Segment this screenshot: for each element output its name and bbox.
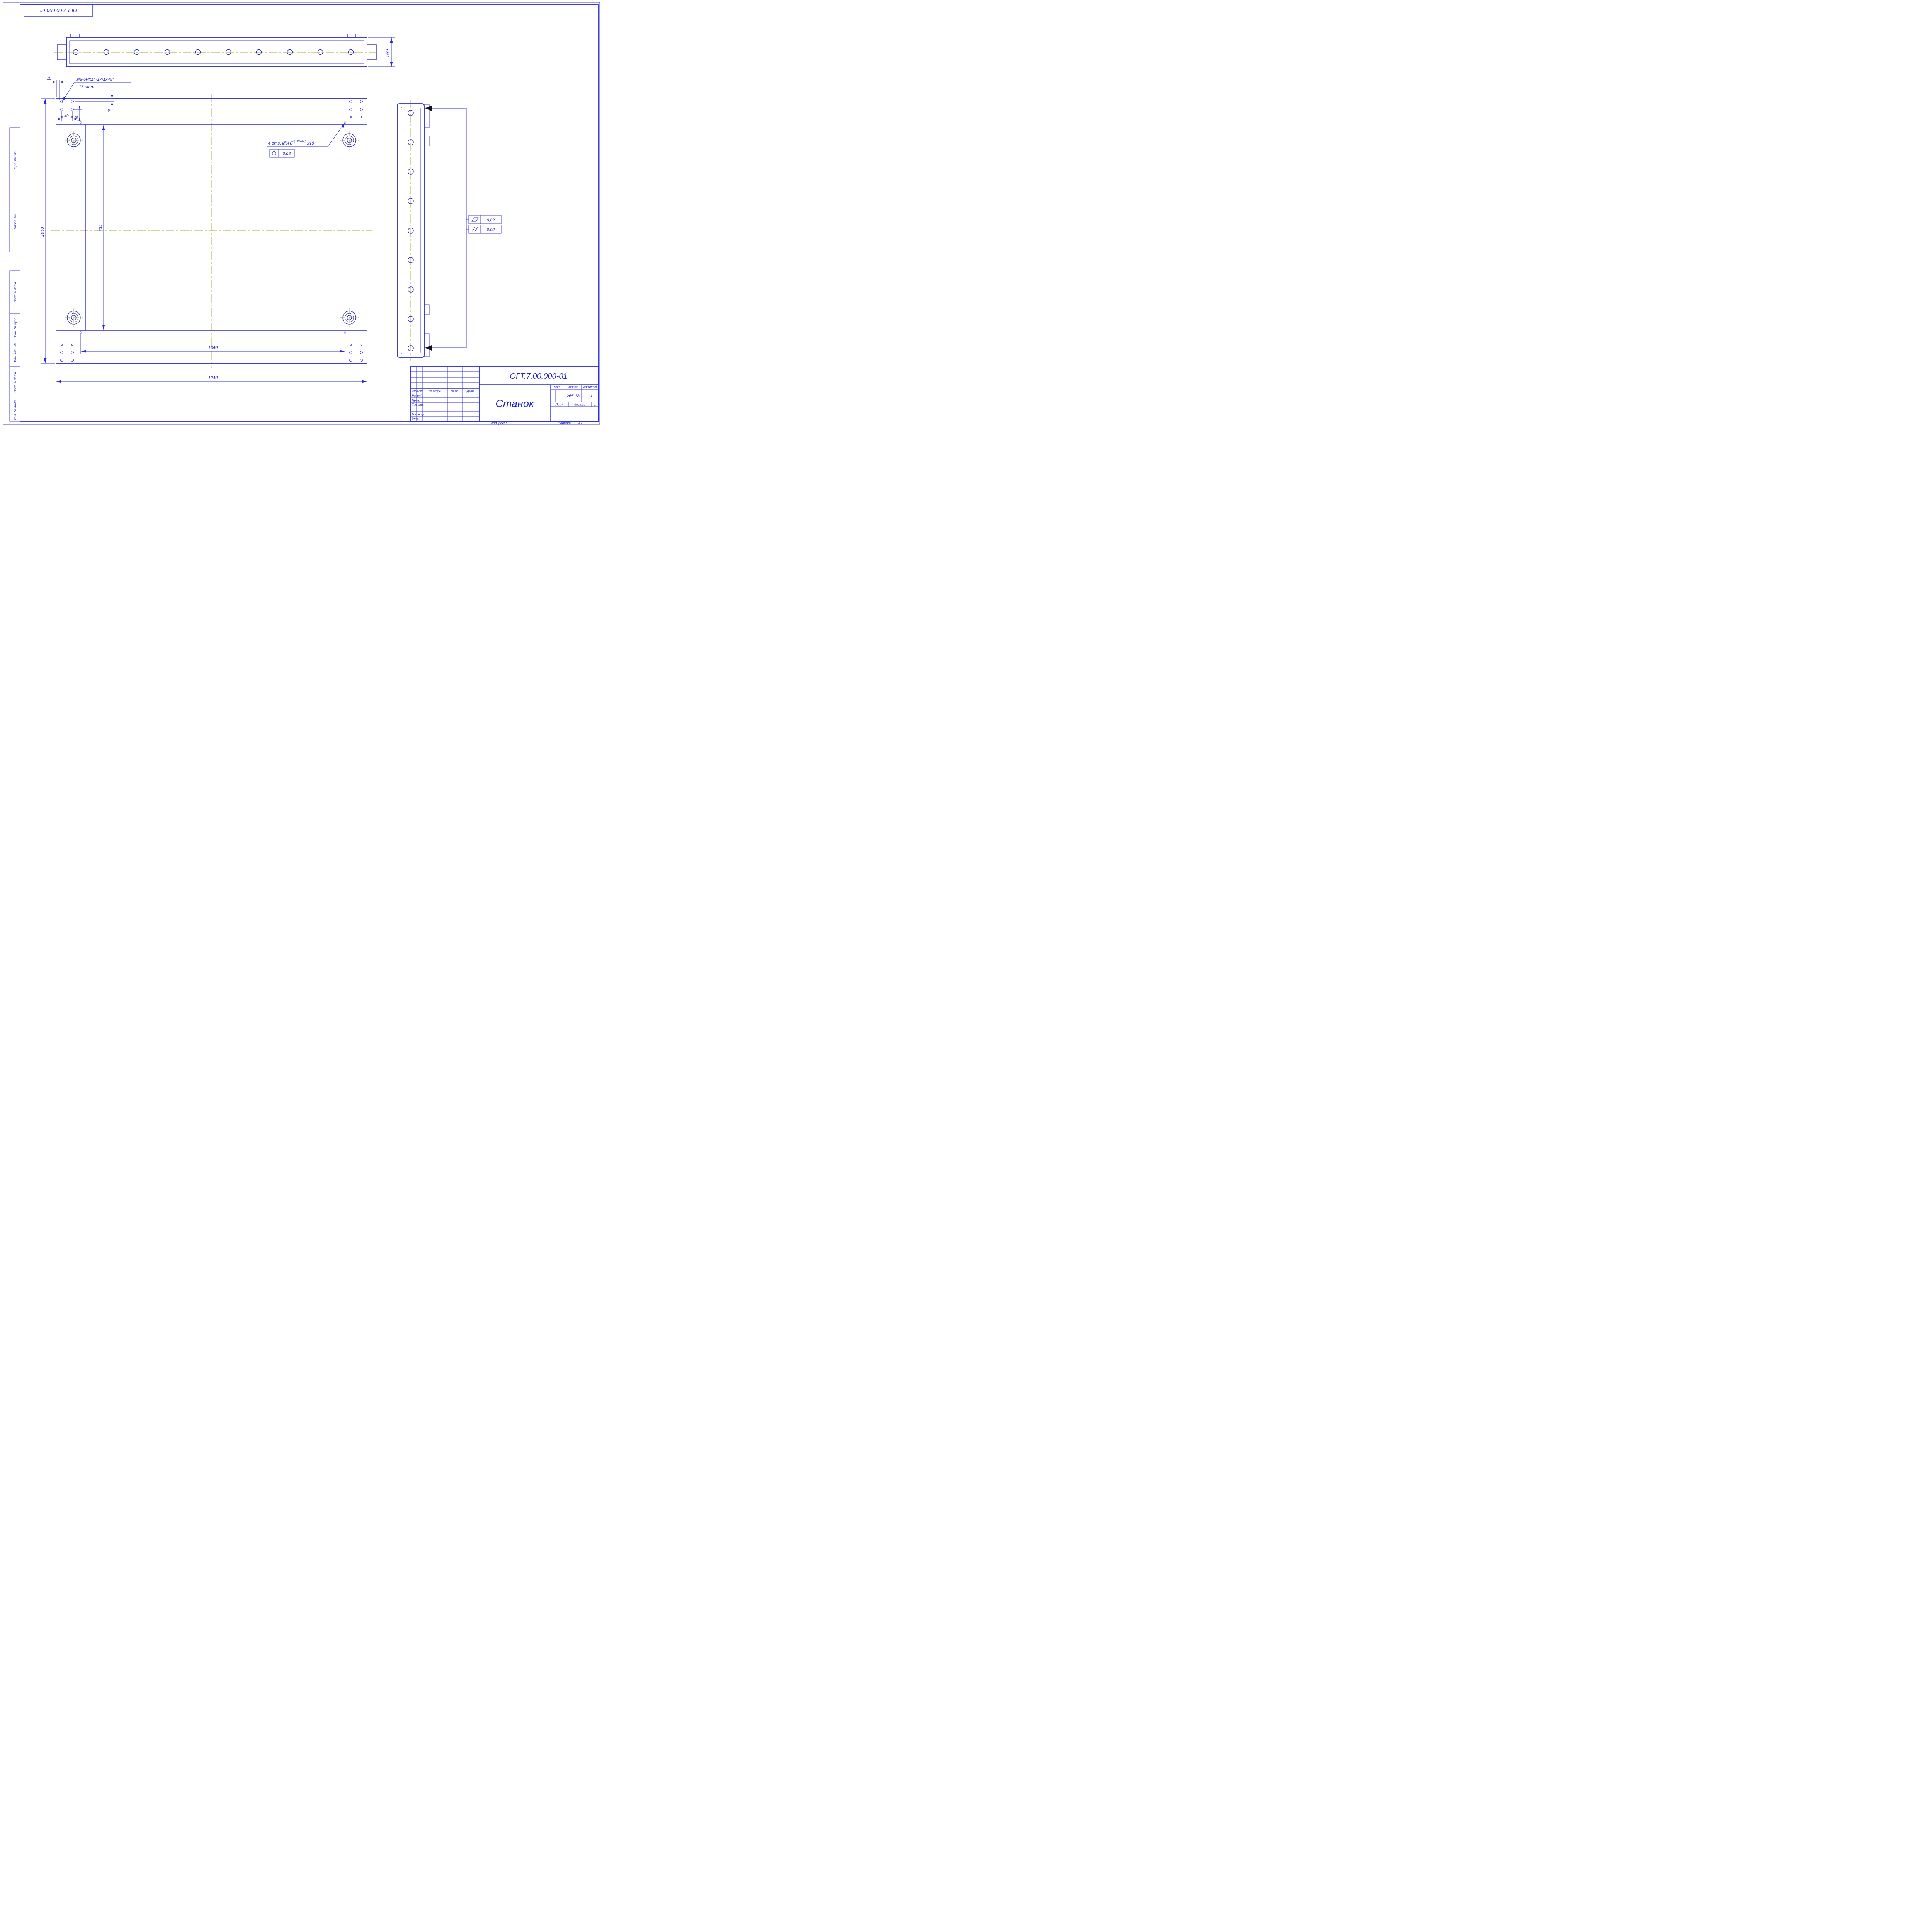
sheet-label: Лист: [555, 403, 564, 407]
dim-hole-span: 1040: [80, 334, 345, 354]
scale-value: 1:1: [587, 394, 592, 398]
dowel-note-text: 4 отв. Ø6H7: [268, 141, 294, 146]
top-view: 120*: [54, 34, 395, 67]
doc-number: ОГТ.7.00.000-01: [510, 372, 567, 381]
thread-note: M8-6Hx14-17/1x45° 16 отв.: [62, 77, 131, 102]
col-label-sprav-no: Справ. №: [13, 214, 17, 230]
dim-top-view-height: 120*: [368, 37, 395, 67]
col-izm: Изм.: [410, 389, 417, 393]
dim-text-1240: 1240: [208, 376, 218, 380]
boss-top-left: [64, 131, 83, 150]
top-left-stamp: ОГТ.7.00.000-01: [24, 4, 93, 17]
parallelism-tolerance-frame: 0,02: [468, 225, 502, 234]
top-view-hole-row: [73, 49, 354, 55]
surface-indication: [425, 106, 469, 351]
dim-hole-edge-offset: 15: [75, 95, 114, 113]
sheets-value: 1: [594, 403, 596, 407]
col-list: Лист: [415, 389, 423, 393]
mass-value: 265,38: [566, 394, 580, 398]
mass-label: Масса: [568, 385, 578, 389]
sheet-footer: Копировал Формат А2: [491, 421, 583, 425]
thread-count-text: 16 отв.: [79, 85, 94, 89]
dowel-hole-tl: [80, 121, 82, 124]
drawing-canvas: ОГТ.7.00.000-01 Перв. примен. Справ. № П…: [3, 2, 600, 425]
surface-arrow-bottom-icon: [425, 345, 432, 351]
dowel-hole-bl: [80, 331, 82, 334]
dim-hole-row-spacing: 30: [74, 106, 82, 121]
col-label-podp-data-2: Подп. и дата: [13, 372, 17, 392]
lit-label: Лит.: [554, 385, 561, 389]
paper-edge: [3, 2, 600, 425]
format-label: Формат: [558, 421, 571, 425]
dowel-note: 4 отв. Ø6H7 (+0,012) х10 0,03: [267, 123, 345, 158]
col-podp: Подп.: [451, 389, 459, 393]
dim-text-834: 834: [99, 225, 103, 231]
flatness-value: 0,02: [487, 218, 495, 223]
dim-overall-height: 1040: [40, 98, 55, 364]
dim-text-40: 40: [64, 114, 69, 118]
dim-edge-offset: 10: [47, 77, 66, 100]
flatness-symbol-icon: [471, 217, 479, 222]
parallelism-value: 0,02: [487, 228, 495, 232]
title-block: ОГТ.7.00.000-01 Станок Лит. Масса Масшта…: [410, 366, 599, 422]
part-name: Станок: [495, 398, 534, 409]
side-view: 0,02 0,02: [397, 100, 502, 361]
position-tolerance-value: 0,03: [283, 151, 291, 156]
corner-hole-group-tr: [349, 100, 363, 118]
col-label-podp-data-1: Подп. и дата: [13, 282, 17, 302]
drawing-sheet: ОГТ.7.00.000-01 Перв. примен. Справ. № П…: [0, 0, 603, 427]
corner-hole-group-bl: [60, 344, 74, 362]
corner-hole-group-br: [349, 344, 363, 362]
dowel-note-depth: х10: [307, 141, 315, 146]
row-prov: Пров.: [412, 399, 420, 402]
col-label-inv-dubl: Инв. № дубл.: [13, 317, 17, 337]
stamp-number: ОГТ.7.00.000-01: [40, 7, 77, 13]
side-view-hole-column: [408, 110, 414, 351]
surface-arrow-top-icon: [425, 106, 432, 111]
dowel-note-tolerance: (+0,012): [294, 139, 306, 143]
main-view: [51, 94, 372, 368]
boss-top-right: [340, 131, 359, 150]
col-doc: № докум.: [429, 389, 441, 393]
dim-overall-width: 1240: [56, 365, 367, 384]
row-tkontr: Т.контр.: [412, 403, 424, 407]
boss-bottom-left: [64, 308, 83, 327]
dim-text-120: 120*: [386, 49, 391, 58]
dim-text-10: 10: [47, 77, 51, 81]
row-nkontr: Н.контр.: [412, 413, 425, 416]
kopiroval-label: Копировал: [491, 421, 507, 425]
col-data: Дата: [466, 389, 474, 393]
dim-pocket-height: 834: [99, 125, 105, 330]
format-value: А2: [578, 421, 583, 425]
dim-text-1040h: 1040: [208, 346, 218, 350]
flatness-tolerance-frame: 0,02: [468, 215, 502, 224]
col-label-perv-primen: Перв. примен.: [13, 149, 17, 171]
position-tolerance-frame: 0,03: [269, 149, 295, 158]
col-label-vzam-inv: Взам. инв. №: [13, 343, 17, 364]
dim-text-30: 30: [75, 116, 79, 121]
row-utv: Утв.: [412, 417, 419, 421]
dim-text-15: 15: [108, 109, 112, 113]
dowel-hole-br: [344, 331, 346, 334]
row-razrab: Разраб.: [412, 394, 423, 398]
sheets-label: Листов: [573, 403, 585, 407]
col-label-inv-podl: Инв. № подл.: [13, 400, 17, 420]
scale-label: Масштаб: [582, 385, 597, 389]
dim-text-1040v: 1040: [40, 227, 45, 237]
left-column: Перв. примен. Справ. № Подп. и дата Инв.…: [9, 127, 20, 422]
dim-hole-col-spacing: 40: [57, 111, 77, 121]
thread-note-text: M8-6Hx14-17/1x45°: [76, 77, 114, 82]
parallelism-symbol-icon: [472, 226, 476, 232]
boss-bottom-right: [340, 308, 359, 327]
